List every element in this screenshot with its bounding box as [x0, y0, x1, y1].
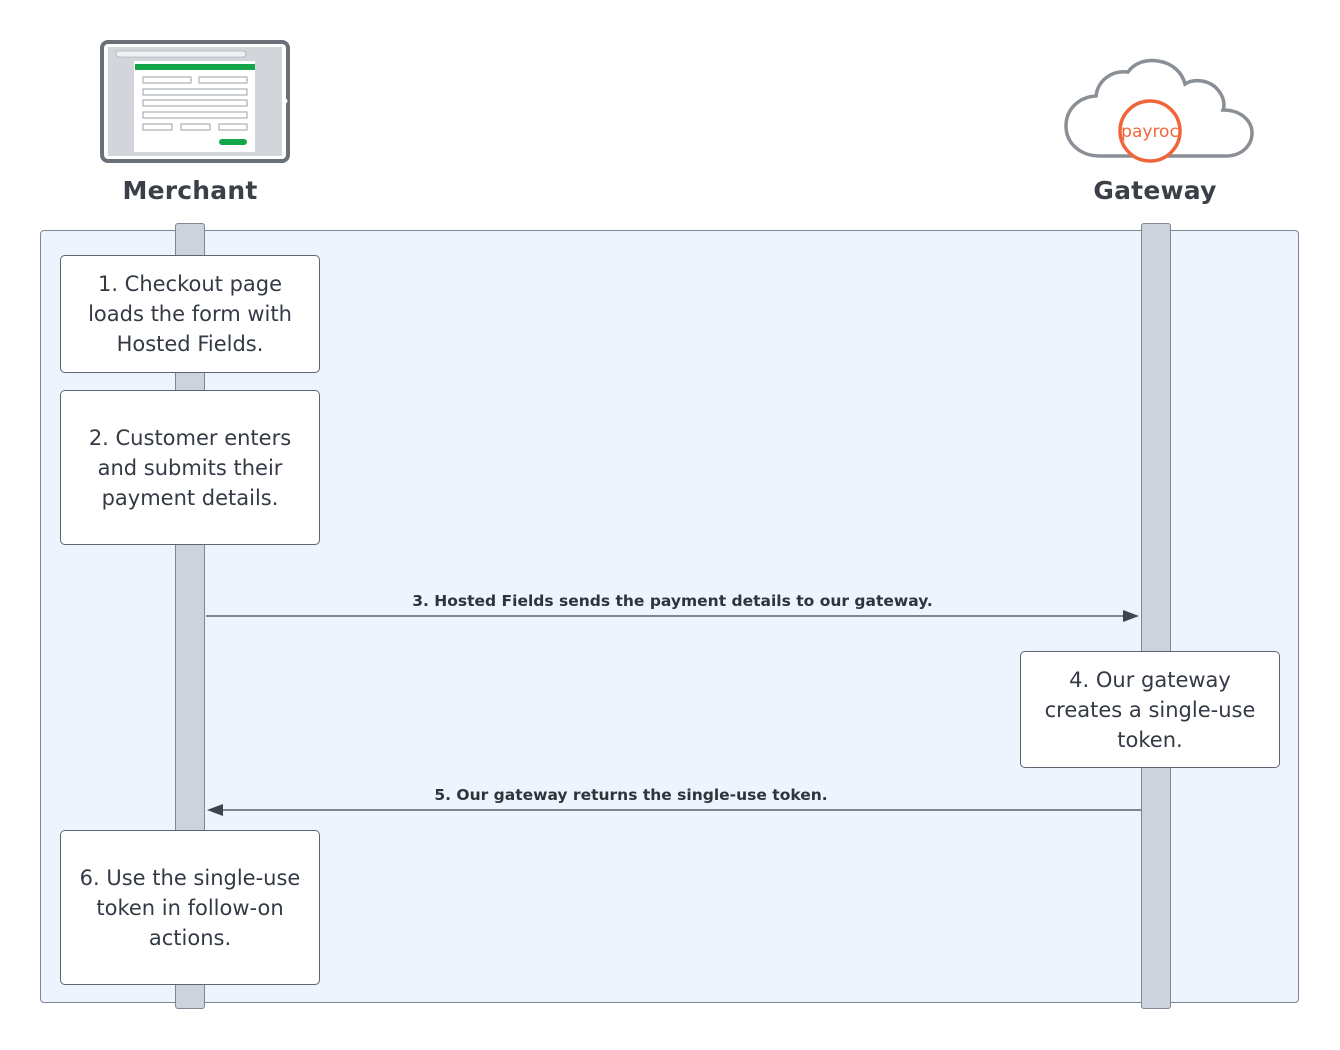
step4-note: 4. Our gateway creates a single-use toke…: [1020, 651, 1280, 768]
tablet-checkout-form-icon: [100, 40, 290, 163]
gateway-title: Gateway: [1093, 176, 1217, 205]
step2-note: 2. Customer enters and submits their pay…: [60, 390, 320, 545]
arrow-step5: [207, 804, 1141, 816]
step1-note: 1. Checkout page loads the form with Hos…: [60, 255, 320, 373]
payroc-cloud-logo-icon: payroc: [1063, 58, 1255, 163]
step6-note: 6. Use the single-use token in follow-on…: [60, 830, 320, 985]
gateway-lifeline: [1141, 223, 1171, 1009]
step3-label: 3. Hosted Fields sends the payment detai…: [412, 592, 933, 610]
merchant-title: Merchant: [122, 176, 258, 205]
step5-label: 5. Our gateway returns the single-use to…: [434, 786, 828, 804]
payroc-logo-text: payroc: [1121, 122, 1179, 142]
arrow-step3: [206, 610, 1139, 622]
